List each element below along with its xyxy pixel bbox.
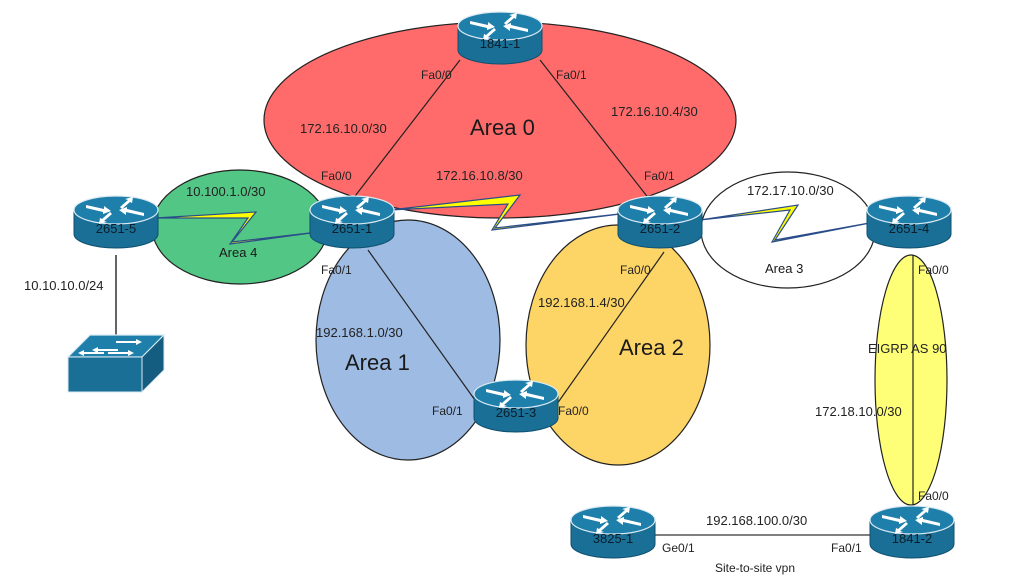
router-2651-4[interactable]: 2651-4 — [866, 195, 952, 249]
router-2651-5[interactable]: 2651-5 — [73, 195, 159, 249]
switch-device[interactable] — [66, 333, 166, 394]
iface-1841-1-fa01: Fa0/1 — [556, 68, 587, 82]
link-1841-1-to-2651-1 — [351, 59, 461, 201]
iface-1841-2-fa01: Fa0/1 — [831, 541, 862, 555]
router-2651-2-label: 2651-2 — [640, 221, 680, 236]
router-2651-2[interactable]: 2651-2 — [617, 195, 703, 249]
area-1-region — [315, 219, 501, 461]
eigrp-as90-region — [874, 254, 948, 506]
router-3825-1[interactable]: 3825-1 — [570, 505, 656, 559]
area-0-label: Area 0 — [470, 115, 535, 140]
iface-2651-3-fa01: Fa0/1 — [432, 404, 463, 418]
router-2651-5-label: 2651-5 — [96, 221, 136, 236]
router-1841-1-label: 1841-1 — [480, 36, 520, 51]
network-10-10-10-0: 10.10.10.0/24 — [24, 278, 104, 293]
network-192-168-100-0: 192.168.100.0/30 — [706, 513, 807, 528]
iface-2651-3-fa00: Fa0/0 — [558, 404, 589, 418]
area-1-label: Area 1 — [345, 350, 410, 375]
iface-2651-2-fa01: Fa0/1 — [644, 169, 675, 183]
network-172-16-10-8: 172.16.10.8/30 — [436, 168, 523, 183]
iface-2651-1-fa00: Fa0/0 — [321, 169, 352, 183]
router-2651-3-label: 2651-3 — [496, 405, 536, 420]
link-1841-1-to-2651-2 — [539, 59, 651, 201]
router-2651-1[interactable]: 2651-1 — [309, 195, 395, 249]
router-2651-4-label: 2651-4 — [889, 221, 929, 236]
iface-2651-1-fa01: Fa0/1 — [321, 263, 352, 277]
area-4-label: Area 4 — [219, 245, 257, 260]
router-3825-1-label: 3825-1 — [593, 531, 633, 546]
site-to-site-vpn-label: Site-to-site vpn — [715, 561, 795, 575]
iface-2651-4-fa00: Fa0/0 — [918, 263, 949, 277]
iface-3825-1-ge01: Ge0/1 — [662, 541, 695, 555]
network-172-17-10-0: 172.17.10.0/30 — [747, 183, 834, 198]
network-172-16-10-0: 172.16.10.0/30 — [300, 121, 387, 136]
area-2-label: Area 2 — [619, 335, 684, 360]
iface-1841-2-fa00: Fa0/0 — [918, 489, 949, 503]
link-2651-2-to-2651-3 — [551, 251, 665, 412]
network-10-100-1-0: 10.100.1.0/30 — [186, 184, 266, 199]
router-2651-1-label: 2651-1 — [332, 221, 372, 236]
area-3-label: Area 3 — [765, 261, 803, 276]
network-192-168-1-4: 192.168.1.4/30 — [538, 295, 625, 310]
network-192-168-1-0: 192.168.1.0/30 — [316, 325, 403, 340]
router-2651-3[interactable]: 2651-3 — [473, 379, 559, 433]
network-172-16-10-4: 172.16.10.4/30 — [611, 104, 698, 119]
iface-1841-1-fa00: Fa0/0 — [421, 68, 452, 82]
router-1841-1[interactable]: 1841-1 — [457, 11, 543, 65]
network-172-18-10-0: 172.18.10.0/30 — [815, 404, 902, 419]
router-1841-2[interactable]: 1841-2 — [869, 505, 955, 559]
switch-arrows-icon — [78, 339, 142, 356]
router-1841-2-label: 1841-2 — [892, 531, 932, 546]
link-2651-1-to-2651-3 — [367, 249, 483, 411]
iface-2651-2-fa00: Fa0/0 — [620, 263, 651, 277]
eigrp-label: EIGRP AS 90 — [868, 341, 947, 356]
